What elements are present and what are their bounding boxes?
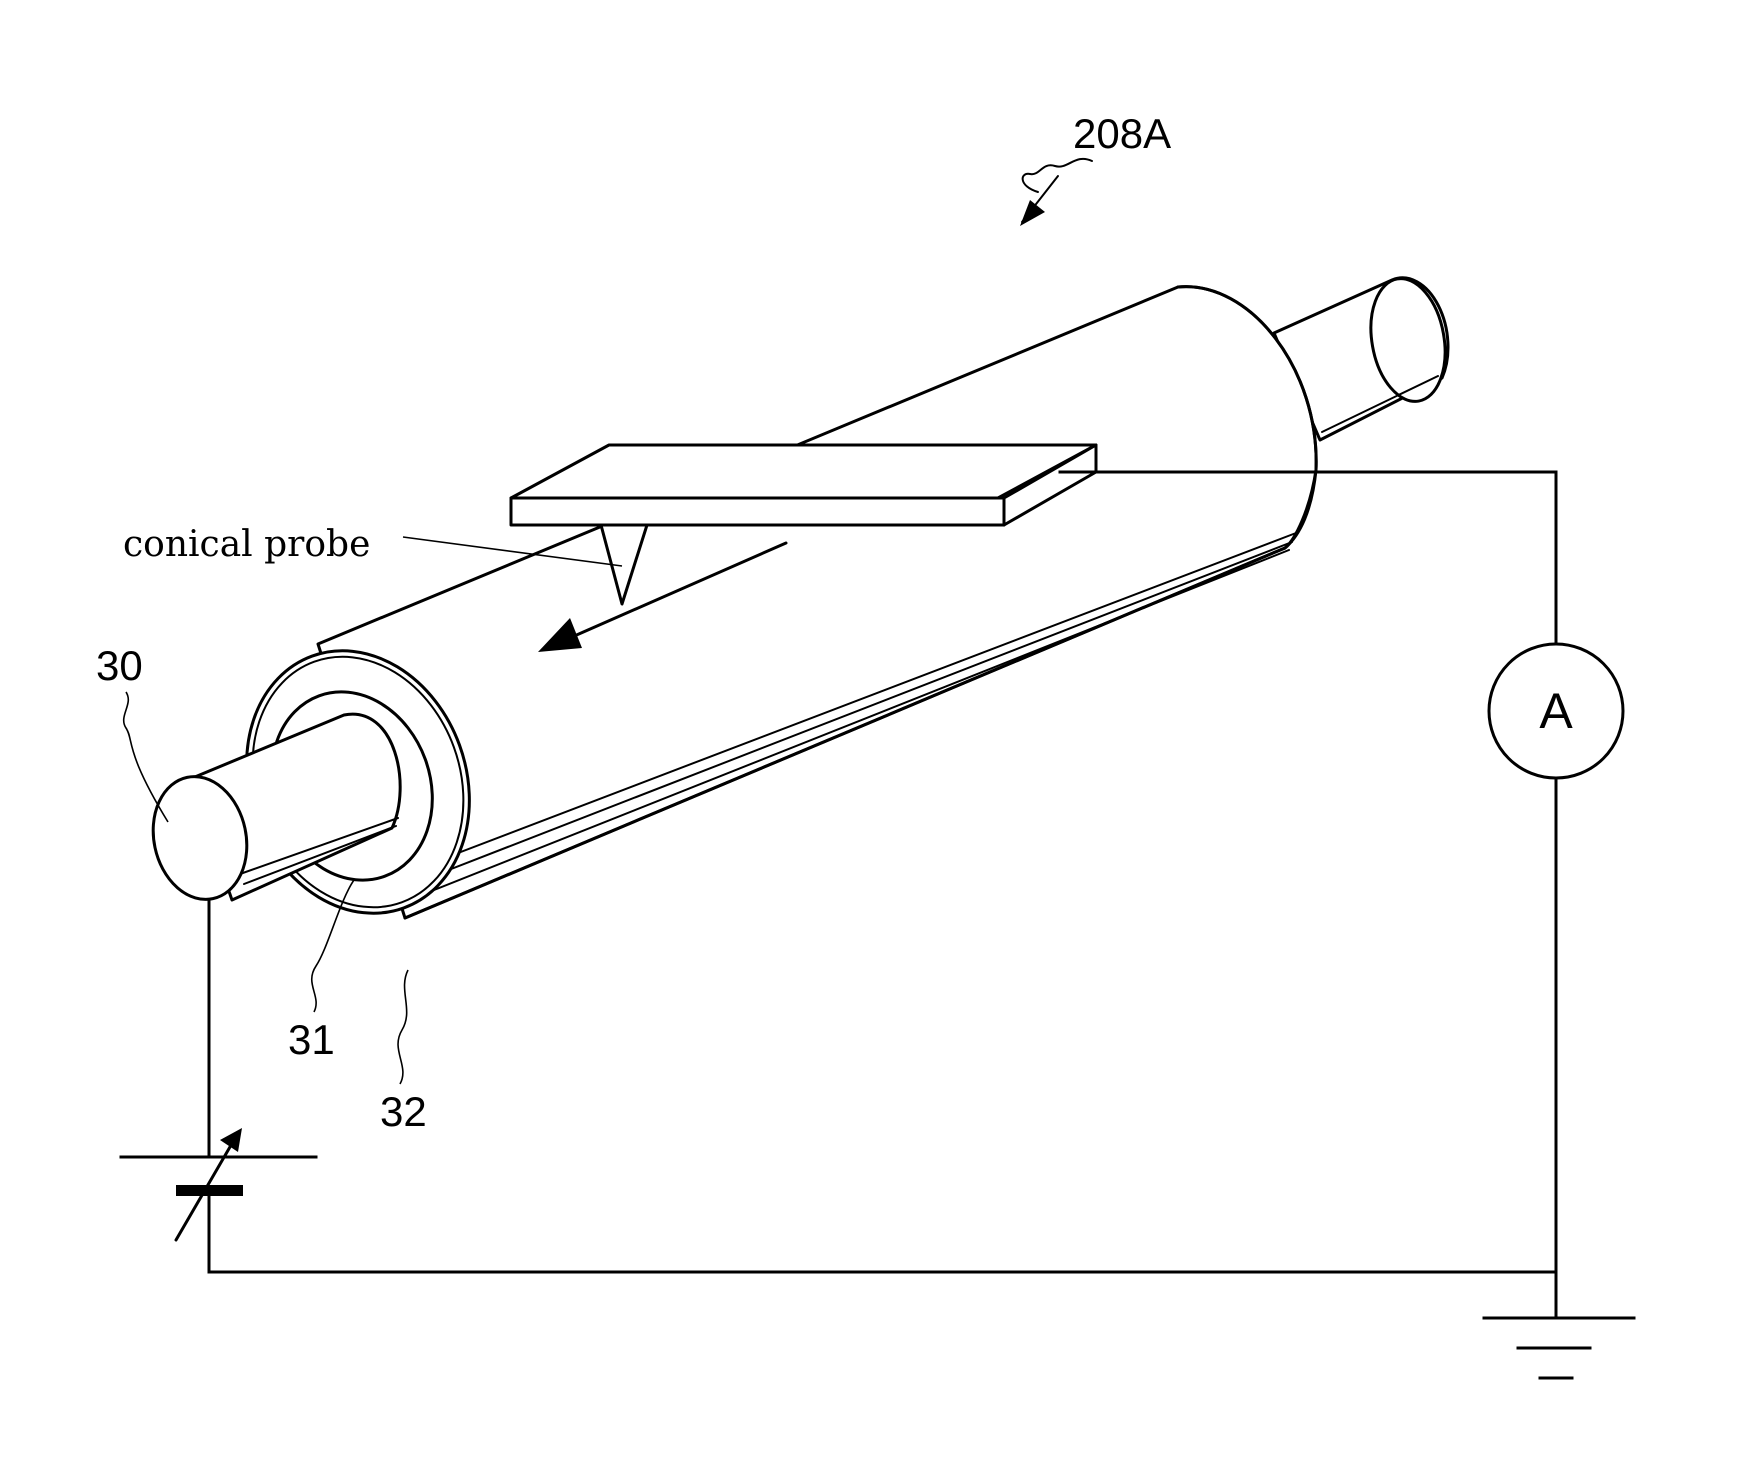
probe-plate-top <box>511 445 1096 498</box>
figure-label: 208A <box>1073 110 1171 157</box>
figure-reference-arrowhead <box>1020 200 1045 226</box>
wire-return <box>209 1196 1556 1272</box>
probe-plate <box>511 445 1096 525</box>
shaft-reference-label: 30 <box>96 642 143 689</box>
ground-symbol <box>1484 1318 1634 1378</box>
surface-layer-reference-label: 32 <box>380 1088 427 1135</box>
variable-power-supply <box>121 1128 316 1240</box>
probe-caption-label: conical probe <box>123 524 370 565</box>
ammeter-symbol: A <box>1539 683 1573 739</box>
ammeter: A <box>1489 644 1623 778</box>
supply-variable-arrowhead <box>220 1128 242 1152</box>
probe-plate-front <box>511 498 1004 525</box>
surface-layer-leader <box>398 970 408 1084</box>
figure-reference: 208A <box>1020 110 1171 226</box>
supply-short-plate <box>176 1185 243 1196</box>
elastic-layer-reference-label: 31 <box>288 1016 335 1063</box>
